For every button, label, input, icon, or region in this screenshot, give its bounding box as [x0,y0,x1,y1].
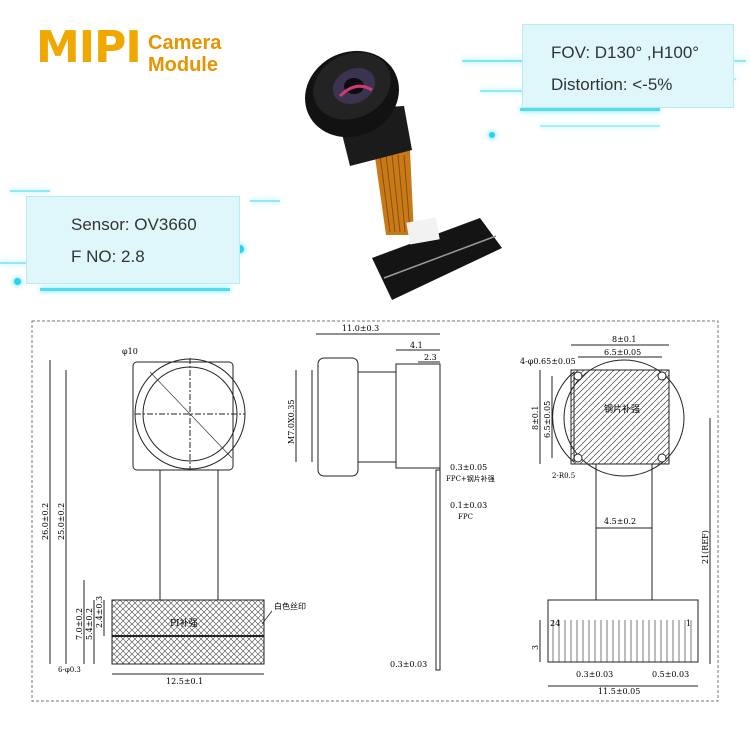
back-view [539,344,711,687]
camera-module-photo [305,50,502,300]
side-w-total: 11.0±0.3 [342,324,379,333]
back-pitch: 0.3±0.03 [576,670,613,679]
back-h-8: 8±0.1 [531,405,540,430]
side-view [295,333,441,671]
back-w-8: 8±0.1 [612,335,637,344]
back-ref: 21(REF) [701,530,710,564]
side-fpc-stiff-label: FPC+钢片补强 [446,474,495,483]
pi-stiffener-label: PI补强 [170,617,198,629]
drawing-border [31,320,719,702]
stiffener-white [406,217,440,245]
back-h-65: 6.5±0.05 [543,401,552,438]
side-w-41: 4.1 [410,341,423,350]
sensor-spec: Sensor: OV3660 [71,215,197,234]
subtitle-line2: Module [148,54,218,76]
back-neck: 4.5±0.2 [604,517,636,526]
front-h-total: 26.0±0.2 [41,503,50,540]
side-fpc-val: 0.1±0.03 [450,501,487,510]
spec-panel-sensor: Sensor: OV3660 F NO: 2.8 [26,196,240,284]
back-w-65: 6.5±0.05 [604,348,641,357]
back-h-3: 3 [531,645,540,650]
front-holes: 6-φ0.3 [58,666,81,674]
silk-label: 白色丝印 [274,601,306,611]
fno-spec: F NO: 2.8 [71,247,145,266]
front-width: 12.5±0.1 [166,677,203,686]
back-r05: 2-R0.5 [552,472,575,480]
side-thread: M7.0X0.35 [287,400,296,444]
back-pad: 0.5±0.03 [652,670,689,679]
connector-board [372,218,502,300]
side-w-23: 2.3 [424,353,437,362]
front-dia-label: φ10 [122,347,138,356]
front-view [49,358,265,675]
fov-spec: FOV: D130° ,H100° [551,43,700,62]
brand-title: MIPI [36,22,142,73]
fpc-flex-cable [374,150,414,235]
subtitle: Camera Module [148,32,221,76]
spec-panel-fov: FOV: D130° ,H100° Distortion: <-5% [522,24,734,108]
side-bottom: 0.3±0.03 [390,660,427,669]
front-h-54: 5.4±0.2 [85,608,94,640]
back-holes: 4-φ0.65±0.05 [520,357,576,366]
subtitle-line1: Camera [148,32,222,54]
front-h-7: 7.0±0.2 [75,608,84,640]
front-h-body: 25.0±0.2 [57,503,66,540]
steel-label: 钢片补强 [604,403,640,415]
side-fpc-label: FPC [458,513,473,521]
distortion-spec: Distortion: <-5% [551,75,673,94]
side-fpc-stiff-val: 0.3±0.05 [450,463,487,472]
back-conn-w: 11.5±0.05 [598,687,640,696]
pin-24: 24 [550,619,560,628]
pin-1: 1 [686,619,691,628]
front-h-24: 2.4±0.3 [95,596,104,628]
